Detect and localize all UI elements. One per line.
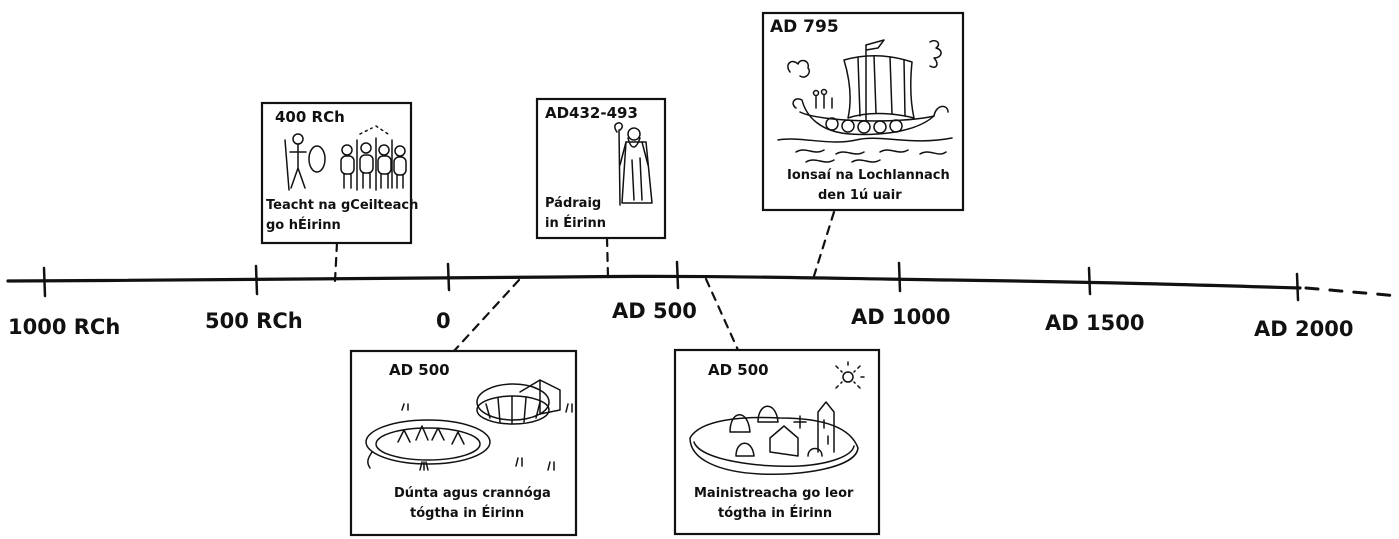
card-date: AD 795 (770, 17, 839, 37)
tick-ad-500 (675, 260, 680, 290)
connector-monasteries (704, 277, 740, 352)
event-connectors (333, 210, 836, 353)
timeline-axis-labels: 1000 RCh 500 RCh 0 AD 500 AD 1000 AD 150… (8, 299, 1353, 341)
card-caption-line1: Mainistreacha go leor (694, 486, 854, 501)
tick-ad-1500 (1087, 266, 1092, 296)
card-caption-line2: den 1ú uair (818, 188, 902, 203)
card-caption-line1: Dúnta agus crannóga (394, 486, 551, 501)
event-card-forts: AD 500 Dúnta agus crannóga tógtha in Éir… (349, 349, 578, 537)
axis-label-ad-2000: AD 2000 (1254, 317, 1353, 341)
connector-forts (452, 278, 521, 353)
tick-ad-2000 (1295, 272, 1300, 302)
axis-label-500-bc: 500 RCh (205, 309, 303, 333)
card-date: AD 500 (708, 361, 769, 379)
card-date: AD432-493 (545, 104, 638, 122)
card-caption-line2: go hÉirinn (266, 217, 341, 233)
timeline-axis (6, 274, 1399, 298)
ringfort-crannog-icon (365, 379, 573, 471)
card-caption-line2: tógtha in Éirinn (718, 505, 832, 521)
event-card-monasteries: AD 500 Mainistreacha go leor tógtha in É… (673, 348, 881, 536)
card-caption-line2: tógtha in Éirinn (410, 505, 524, 521)
card-date: 400 RCh (275, 108, 345, 126)
card-caption-line1: Ionsaí na Lochlannach (787, 168, 950, 183)
event-card-celts: 400 RCh Teacht na gCeilteach go hÉirinn (260, 101, 418, 245)
monastery-icon (689, 361, 865, 476)
axis-label-ad-1500: AD 1500 (1045, 311, 1144, 335)
card-caption-line1: Teacht na gCeilteach (266, 198, 418, 213)
tick-500-bc (254, 264, 259, 296)
event-card-patrick: AD432-493 Pádraig in Éirinn (535, 97, 667, 240)
timeline-ticks (42, 260, 1300, 302)
axis-label-ad-1000: AD 1000 (851, 305, 950, 329)
tick-ad-1000 (897, 261, 902, 293)
axis-label-0: 0 (436, 309, 451, 333)
connector-patrick (605, 236, 610, 279)
saint-patrick-icon (614, 122, 653, 206)
celtic-warriors-icon (284, 125, 407, 191)
viking-longship-icon (777, 39, 953, 163)
connector-celts (333, 241, 339, 283)
card-date: AD 500 (389, 361, 450, 379)
tick-0 (446, 262, 451, 292)
connector-vikings (812, 210, 836, 278)
card-caption-line2: in Éirinn (545, 215, 606, 231)
event-card-vikings: AD 795 (761, 11, 965, 212)
axis-label-ad-500: AD 500 (612, 299, 697, 323)
axis-label-1000-bc: 1000 RCh (8, 315, 120, 339)
tick-1000-bc (42, 266, 47, 298)
card-caption-line1: Pádraig (545, 196, 601, 211)
